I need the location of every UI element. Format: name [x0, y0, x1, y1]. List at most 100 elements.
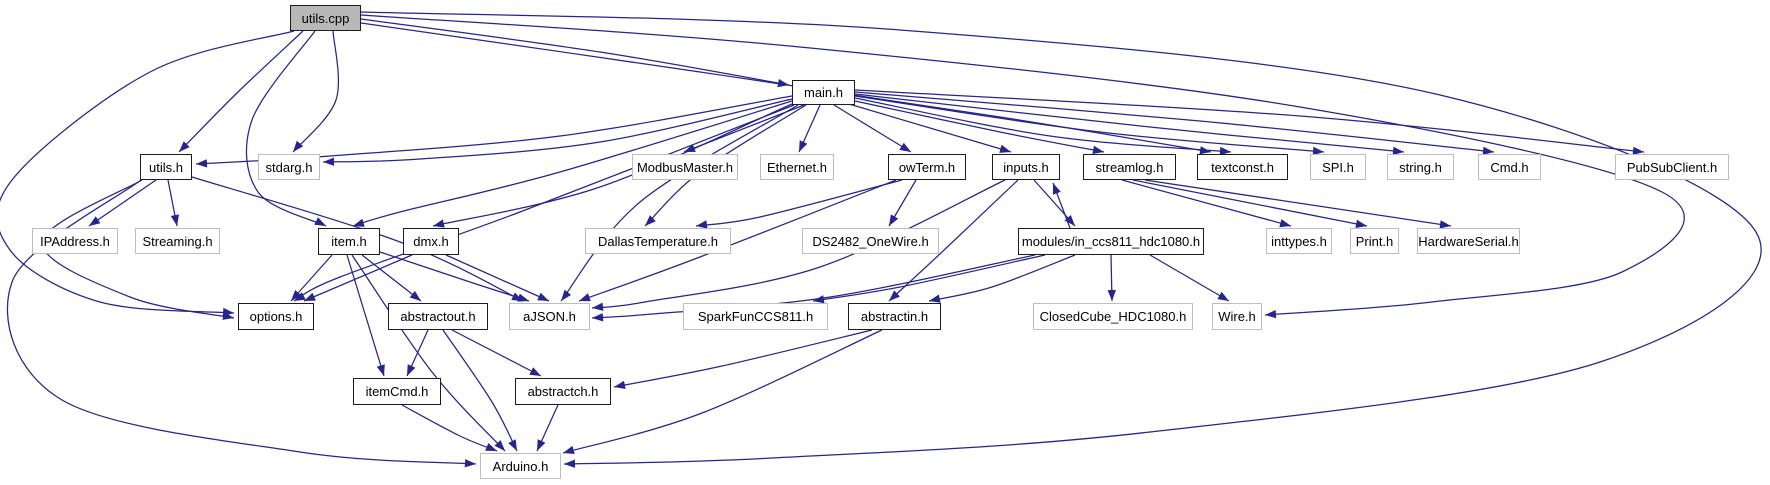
edge-main_h-to-inputs_h — [848, 103, 1012, 153]
edge-abstractout_h-to-abstractch_h — [451, 329, 542, 377]
edge-abstractch_h-to-Arduino_h — [536, 404, 559, 452]
edge-main_h-to-item_h — [352, 100, 793, 227]
edge-modules_in_ccs811_hdc1080_h-to-SparkFunCCS811_h — [812, 254, 1046, 304]
arrowhead-icon — [1064, 215, 1075, 226]
graph-node-main_h[interactable]: main.h — [792, 80, 855, 105]
graph-node-item_h[interactable]: item.h — [318, 228, 380, 255]
arrowhead-icon — [1279, 219, 1291, 228]
arrowhead-icon — [376, 364, 385, 376]
arrowhead-icon — [222, 311, 234, 320]
graph-node-utils_h[interactable]: utils.h — [140, 154, 192, 180]
graph-node-label: IPAddress.h — [40, 233, 110, 249]
graph-node-aJSON_h: aJSON.h — [509, 303, 590, 330]
graph-node-label: DS2482_OneWire.h — [812, 233, 929, 249]
graph-node-Cmd_h: Cmd.h — [1478, 154, 1541, 180]
graph-node-DallasTemperature_h: DallasTemperature.h — [585, 228, 731, 254]
arrowhead-icon — [1219, 146, 1231, 156]
graph-node-label: abstractin.h — [860, 309, 929, 324]
edge-dmx_h-to-options_h — [303, 254, 413, 302]
graph-node-label: Streaming.h — [142, 233, 213, 249]
edge-abstractout_h-to-Arduino_h — [442, 329, 518, 452]
edge-abstractin_h-to-Arduino_h — [562, 329, 883, 454]
arrowhead-icon — [179, 141, 190, 152]
graph-node-Streaming_h: Streaming.h — [135, 228, 220, 254]
arrowhead-icon — [1392, 146, 1404, 156]
arrowhead-icon — [537, 292, 549, 301]
graph-node-itemCmd_h[interactable]: itemCmd.h — [353, 378, 441, 405]
edge-main_h-to-owTerm_h — [833, 104, 912, 153]
graph-node-IPAddress_h: IPAddress.h — [32, 228, 118, 254]
graph-node-label: abstractch.h — [527, 384, 599, 399]
graph-node-label: Print.h — [1355, 233, 1394, 249]
edge-inputs_h-to-abstractin_h — [888, 179, 1019, 302]
graph-node-label: SPI.h — [1322, 159, 1354, 175]
graph-node-SPI_h: SPI.h — [1310, 154, 1366, 180]
graph-node-label: ClosedCube_HDC1080.h — [1039, 309, 1187, 324]
arrowhead-icon — [799, 140, 808, 152]
graph-node-label: PubSubClient.h — [1626, 159, 1718, 175]
edge-streamlog_h-to-inttypes_h — [1121, 179, 1292, 228]
edge-utils_cpp-to-item_h — [245, 30, 327, 227]
arrowhead-icon — [1217, 291, 1229, 301]
edge-utils_cpp-to-Wire_h — [360, 14, 1685, 319]
edge-utils_cpp-to-utils_h — [178, 30, 304, 153]
graph-node-inputs_h[interactable]: inputs.h — [992, 154, 1060, 180]
edge-main_h-to-textconst_h — [854, 97, 1232, 156]
graph-node-label: ModbusMaster.h — [636, 159, 734, 175]
arrowhead-icon — [1632, 146, 1644, 155]
edge-main_h-to-Ethernet_h — [798, 104, 821, 153]
graph-node-streamlog_h[interactable]: streamlog.h — [1083, 154, 1176, 180]
arrowhead-icon — [929, 294, 941, 303]
arrowhead-icon — [353, 218, 365, 227]
graph-node-owTerm_h[interactable]: owTerm.h — [888, 154, 966, 180]
arrowhead-icon — [196, 159, 208, 168]
graph-node-Print_h: Print.h — [1350, 228, 1399, 254]
edge-inputs_h-to-modules_in_ccs811_hdc1080_h — [1033, 179, 1076, 227]
edge-dmx_h-to-aJSON_h — [445, 254, 550, 302]
arrowhead-icon — [592, 313, 604, 322]
edge-utils_h-to-IPAddress_h — [88, 179, 157, 227]
graph-node-label: utils.h — [149, 159, 183, 175]
graph-node-abstractch_h[interactable]: abstractch.h — [515, 378, 611, 405]
edge-item_h-to-options_h — [290, 254, 333, 302]
arrowhead-icon — [89, 216, 101, 226]
arrowhead-icon — [614, 380, 626, 389]
arrowhead-icon — [889, 290, 900, 301]
graph-node-abstractout_h[interactable]: abstractout.h — [388, 303, 488, 330]
graph-node-label: item.h — [331, 234, 367, 249]
edge-main_h-to-Cmd_h — [854, 91, 1495, 155]
edge-abstractin_h-to-abstractch_h — [613, 329, 873, 389]
graph-node-label: options.h — [249, 309, 303, 324]
arrowhead-icon — [1092, 145, 1104, 154]
graph-node-label: inputs.h — [1003, 159, 1049, 175]
graph-node-HardwareSerial_h: HardwareSerial.h — [1417, 228, 1520, 254]
graph-node-label: DallasTemperature.h — [598, 233, 718, 249]
graph-node-textconst_h[interactable]: textconst.h — [1197, 154, 1288, 180]
arrowhead-icon — [1439, 220, 1451, 229]
arrowhead-icon — [1053, 183, 1061, 195]
arrowhead-icon — [1265, 310, 1277, 319]
arrowhead-icon — [563, 445, 575, 454]
graph-node-SparkFunCCS811_h: SparkFunCCS811.h — [683, 303, 828, 330]
arrowhead-icon — [564, 459, 576, 468]
arrowhead-icon — [899, 142, 911, 152]
arrowhead-icon — [1482, 146, 1494, 155]
arrowhead-icon — [409, 290, 421, 301]
arrowhead-icon — [517, 293, 529, 302]
graph-node-label: Arduino.h — [492, 458, 549, 474]
arrowhead-icon — [304, 292, 316, 301]
edge-main_h-to-dmx_h — [432, 103, 793, 228]
arrowhead-icon — [684, 144, 696, 152]
graph-node-utils_cpp: utils.cpp — [290, 5, 361, 31]
arrowhead-icon — [1107, 289, 1116, 301]
edge-modules_in_ccs811_hdc1080_h-to-ClosedCube_HDC1080_h — [1107, 254, 1116, 302]
graph-node-options_h[interactable]: options.h — [238, 303, 314, 330]
arrowhead-icon — [696, 220, 708, 229]
graph-node-abstractin_h[interactable]: abstractin.h — [848, 303, 941, 330]
edge-utils_h-to-options_h — [41, 179, 235, 320]
graph-node-ClosedCube_HDC1080_h: ClosedCube_HDC1080.h — [1033, 303, 1193, 330]
graph-node-modules_in_ccs811_hdc1080_h[interactable]: modules/in_ccs811_hdc1080.h — [1018, 228, 1204, 255]
arrowhead-icon — [464, 459, 476, 468]
graph-node-label: aJSON.h — [523, 309, 576, 324]
graph-node-dmx_h[interactable]: dmx.h — [403, 228, 459, 255]
